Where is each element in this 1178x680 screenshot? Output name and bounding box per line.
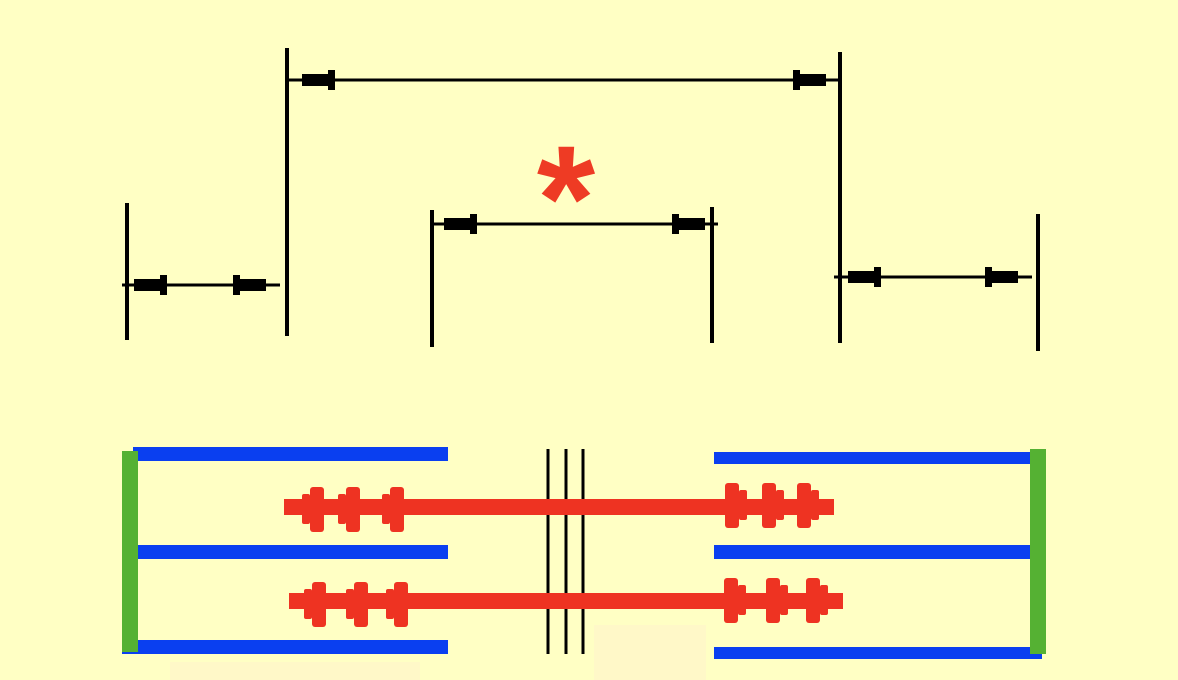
arrow-right-icon xyxy=(793,70,826,90)
actin-filament-left xyxy=(133,545,448,559)
actin-filament-right xyxy=(714,545,1032,559)
arrow-left-icon xyxy=(848,267,881,287)
m-line xyxy=(546,449,585,654)
actin-filament-right xyxy=(714,452,1032,464)
arrow-right-icon xyxy=(985,267,1018,287)
myosin-filaments xyxy=(284,483,843,627)
actin-filament-left xyxy=(133,447,448,461)
faint-patch-center xyxy=(594,625,706,680)
actin-filament-left xyxy=(122,640,448,654)
actin-filaments xyxy=(122,447,1042,659)
z-disc-right xyxy=(1030,449,1046,654)
asterisk-marker: * xyxy=(537,114,596,282)
myosin-filament xyxy=(284,483,834,532)
dimension-arrows xyxy=(134,70,1018,295)
faint-patch-left xyxy=(170,662,420,680)
arrow-right-icon xyxy=(233,275,266,295)
arrow-left-icon xyxy=(134,275,167,295)
actin-filament-right xyxy=(714,647,1042,659)
arrow-left-icon xyxy=(444,214,477,234)
arrow-right-icon xyxy=(672,214,705,234)
myosin-filament xyxy=(289,578,843,627)
arrow-left-icon xyxy=(302,70,335,90)
z-disc-left xyxy=(122,451,138,652)
